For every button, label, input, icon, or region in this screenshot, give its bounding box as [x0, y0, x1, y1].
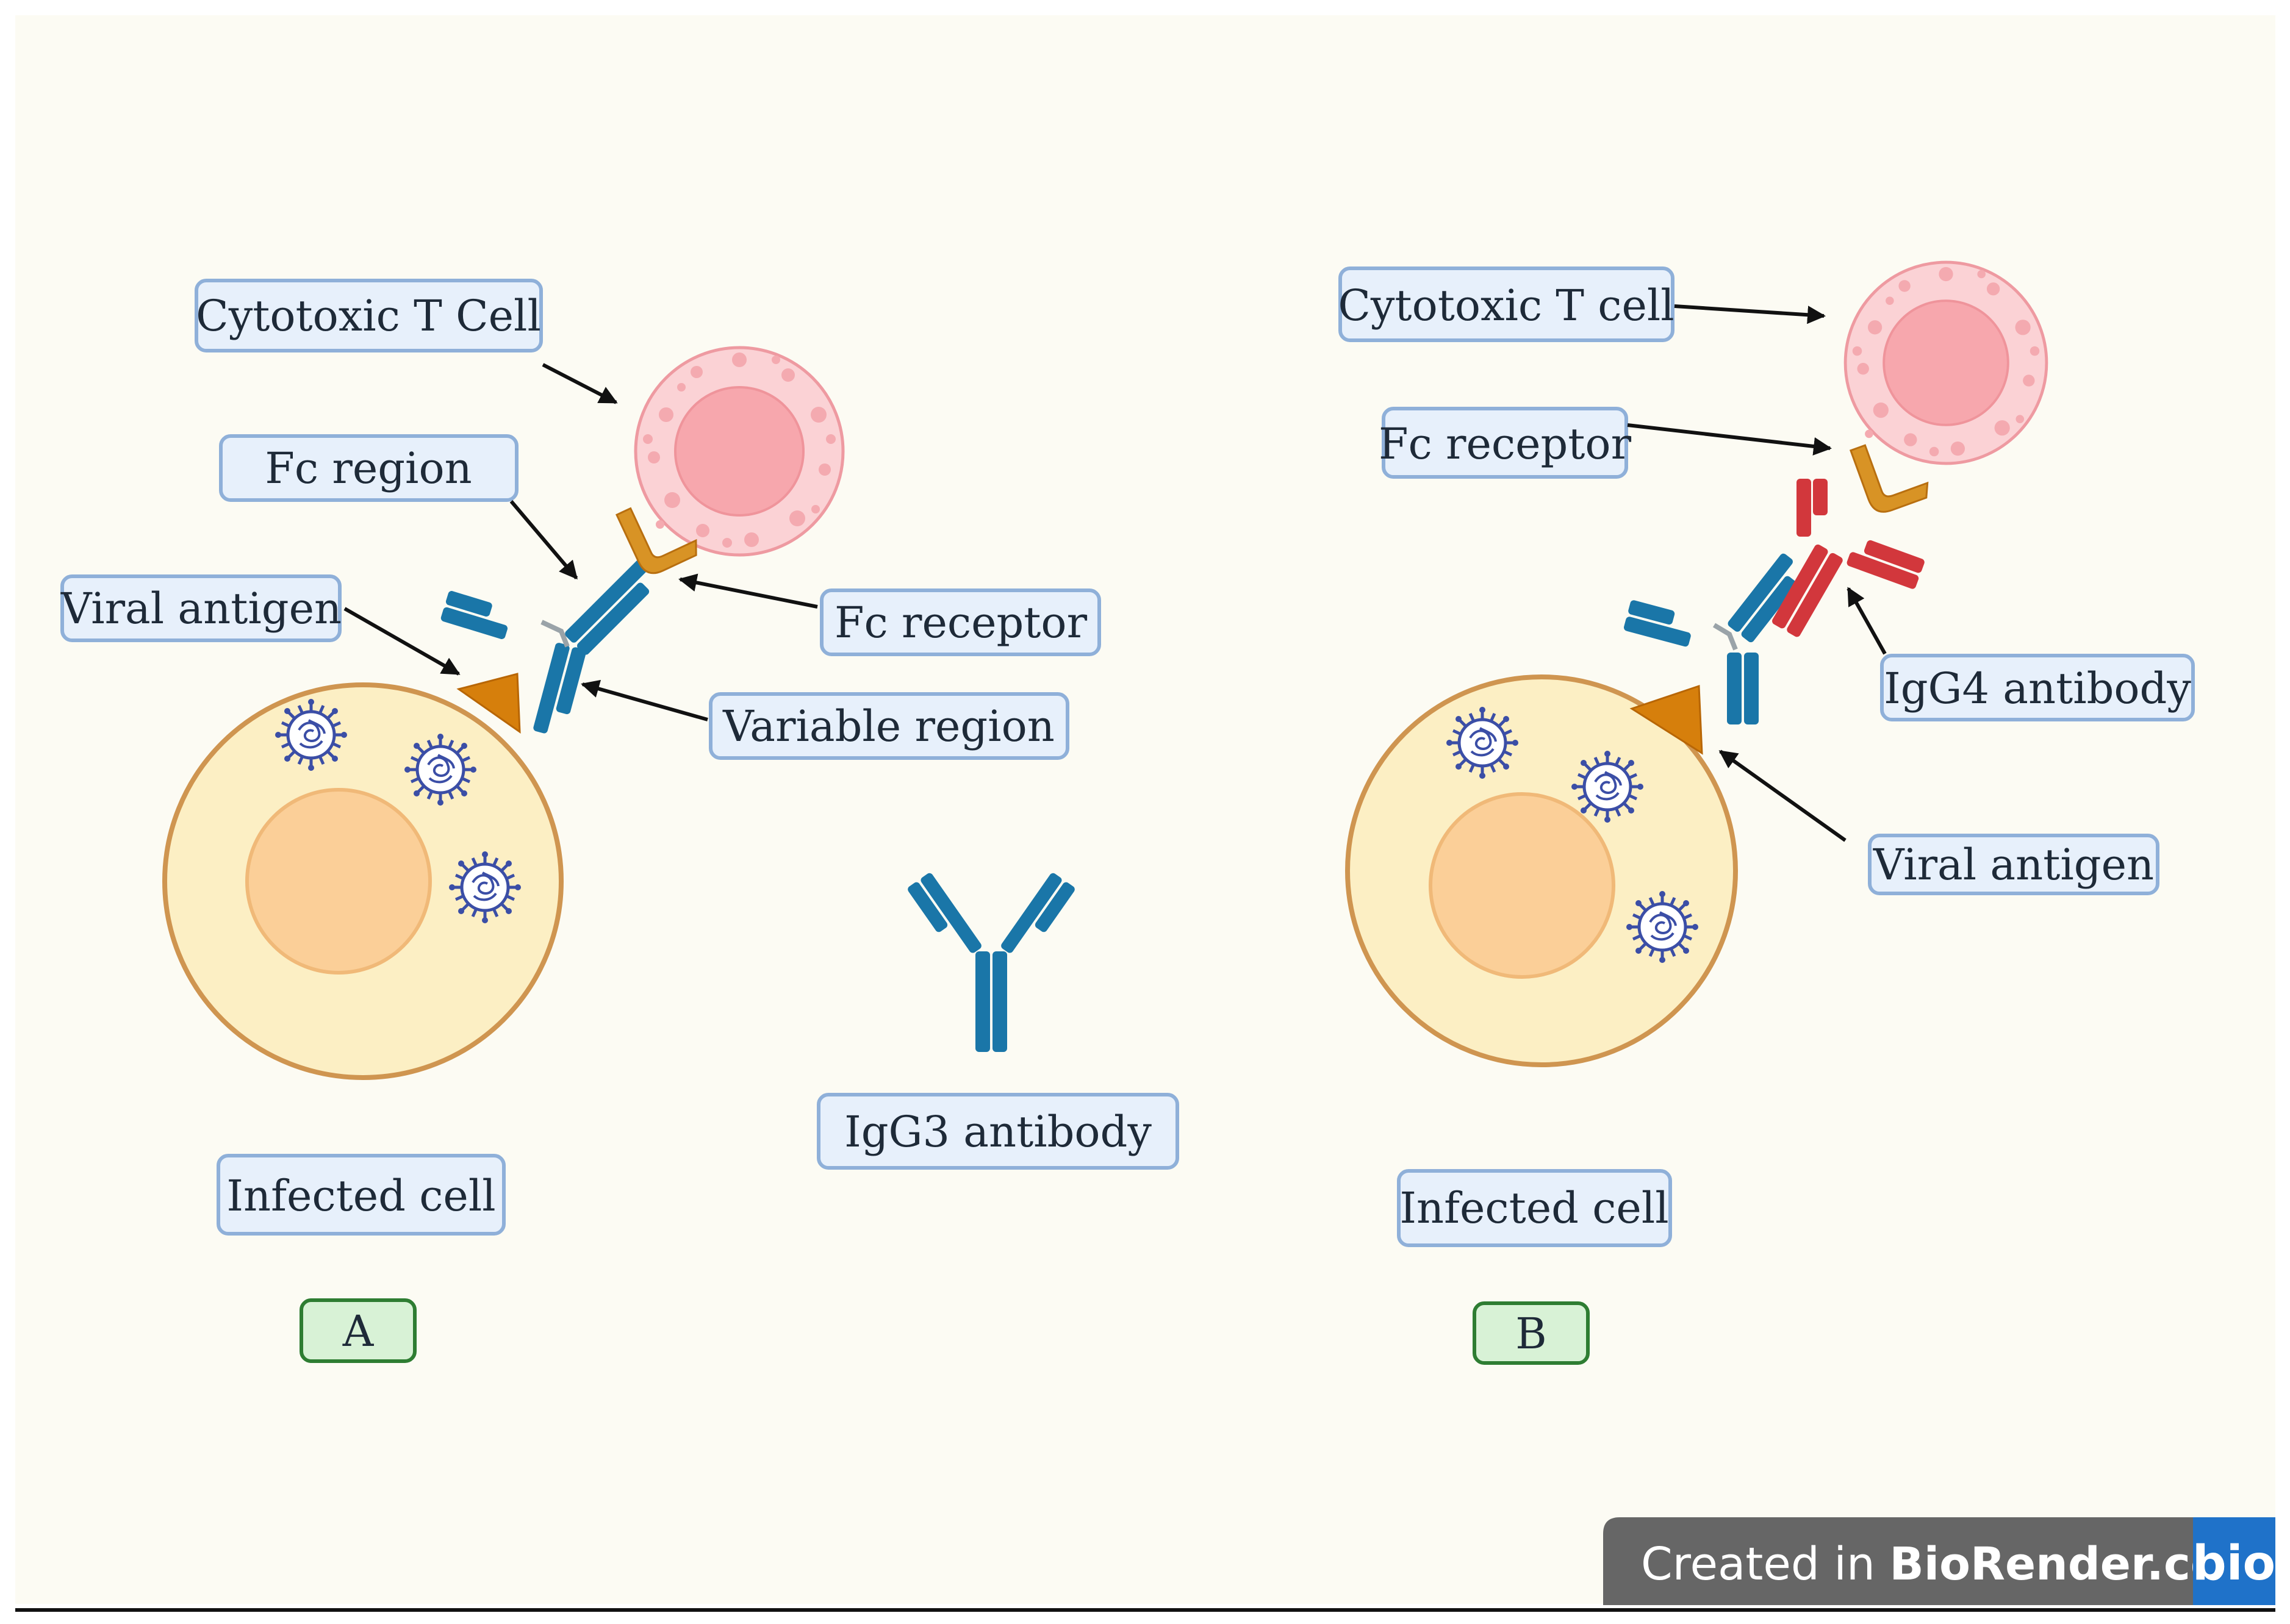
- label-fc-receptor-b: Fc receptor: [1379, 407, 1632, 479]
- arrow-to-fc-region: [509, 500, 578, 580]
- viral-antigen-icon: [456, 673, 521, 734]
- svg-text:A: A: [342, 1306, 375, 1356]
- svg-text:Viral antigen: Viral antigen: [60, 584, 342, 634]
- svg-text:IgG4 antibody: IgG4 antibody: [1884, 664, 2191, 714]
- biorender-logo: [2193, 1517, 2275, 1605]
- arrow-to-fc-receptor-b: [1627, 423, 1832, 456]
- svg-text:Viral antigen: Viral antigen: [1873, 840, 2154, 890]
- label-infected-cell-b: Infected cell: [1397, 1169, 1672, 1247]
- arrow-to-viral-antigen-b: [1718, 749, 1847, 842]
- label-igg4-antibody: IgG4 antibody: [1880, 654, 2195, 721]
- igg3-antibody: IgG3 antibody: [817, 871, 1179, 1170]
- virus-icon: [1626, 891, 1698, 963]
- arrow-to-variable-region: [581, 679, 708, 721]
- svg-text:IgG3 antibody: IgG3 antibody: [844, 1107, 1152, 1157]
- svg-text:Fc receptor: Fc receptor: [1379, 419, 1632, 469]
- arrow-to-igg4: [1847, 587, 1887, 655]
- label-fc-receptor-a: Fc receptor: [820, 588, 1101, 656]
- label-cytotoxic-t-cell-b: Cytotoxic T cell: [1338, 266, 1674, 342]
- label-viral-antigen-b: Viral antigen: [1868, 834, 2159, 895]
- svg-text:Fc receptor: Fc receptor: [835, 598, 1088, 648]
- virus-icon: [1571, 751, 1643, 823]
- infected-cell-a: [162, 682, 564, 1080]
- virus-icon: [449, 851, 521, 923]
- svg-text:B: B: [1515, 1309, 1546, 1359]
- virus-icon: [404, 734, 476, 806]
- panel-b: Cytotoxic T cell Fc receptor IgG4 antibo…: [1338, 262, 2195, 1365]
- label-igg3-antibody: IgG3 antibody: [817, 1093, 1179, 1170]
- label-variable-region: Variable region: [709, 692, 1069, 760]
- label-cytotoxic-t-cell: Cytotoxic T Cell: [195, 279, 543, 352]
- arrow-to-viral-antigen-a: [343, 607, 461, 676]
- infected-cell-b: [1345, 674, 1738, 1067]
- svg-text:Infected cell: Infected cell: [226, 1171, 495, 1221]
- cytotoxic-t-cell-a: [636, 348, 843, 555]
- tag-a: A: [300, 1298, 417, 1363]
- panel-a: Cytotoxic T Cell Fc region Viral antigen…: [60, 279, 1101, 1363]
- svg-text:Variable region: Variable region: [722, 701, 1055, 751]
- label-viral-antigen-a: Viral antigen: [60, 574, 342, 642]
- tag-b: B: [1473, 1301, 1590, 1365]
- igg4-antibody-icon: [1772, 479, 1925, 637]
- arrow-to-fc-receptor-a: [678, 573, 818, 609]
- svg-text:Fc region: Fc region: [265, 443, 472, 493]
- svg-text:Cytotoxic T Cell: Cytotoxic T Cell: [196, 291, 541, 341]
- arrow-to-t-cell-b: [1674, 304, 1826, 324]
- igg3-bound-antibody-b: [1623, 553, 1797, 724]
- virus-icon: [275, 699, 347, 771]
- virus-icon: [1446, 707, 1518, 779]
- svg-text:Created in BioRender.com: Created in BioRender.com: [1641, 1538, 2269, 1590]
- svg-text:Cytotoxic T cell: Cytotoxic T cell: [1338, 281, 1674, 331]
- credit-prefix: Created in: [1641, 1538, 1889, 1590]
- biorender-logo-text: bio: [2192, 1536, 2275, 1591]
- biorender-credit[interactable]: Created in BioRender.com bio: [1603, 1517, 2275, 1605]
- label-infected-cell-a: Infected cell: [217, 1154, 506, 1236]
- cytotoxic-t-cell-b: [1845, 262, 2047, 463]
- igg3-bound-antibody: [440, 553, 655, 734]
- label-fc-region: Fc region: [219, 434, 519, 502]
- viral-antigen-icon: [1629, 684, 1703, 755]
- svg-text:Infected cell: Infected cell: [1399, 1183, 1668, 1233]
- arrow-to-t-cell-a: [542, 363, 618, 404]
